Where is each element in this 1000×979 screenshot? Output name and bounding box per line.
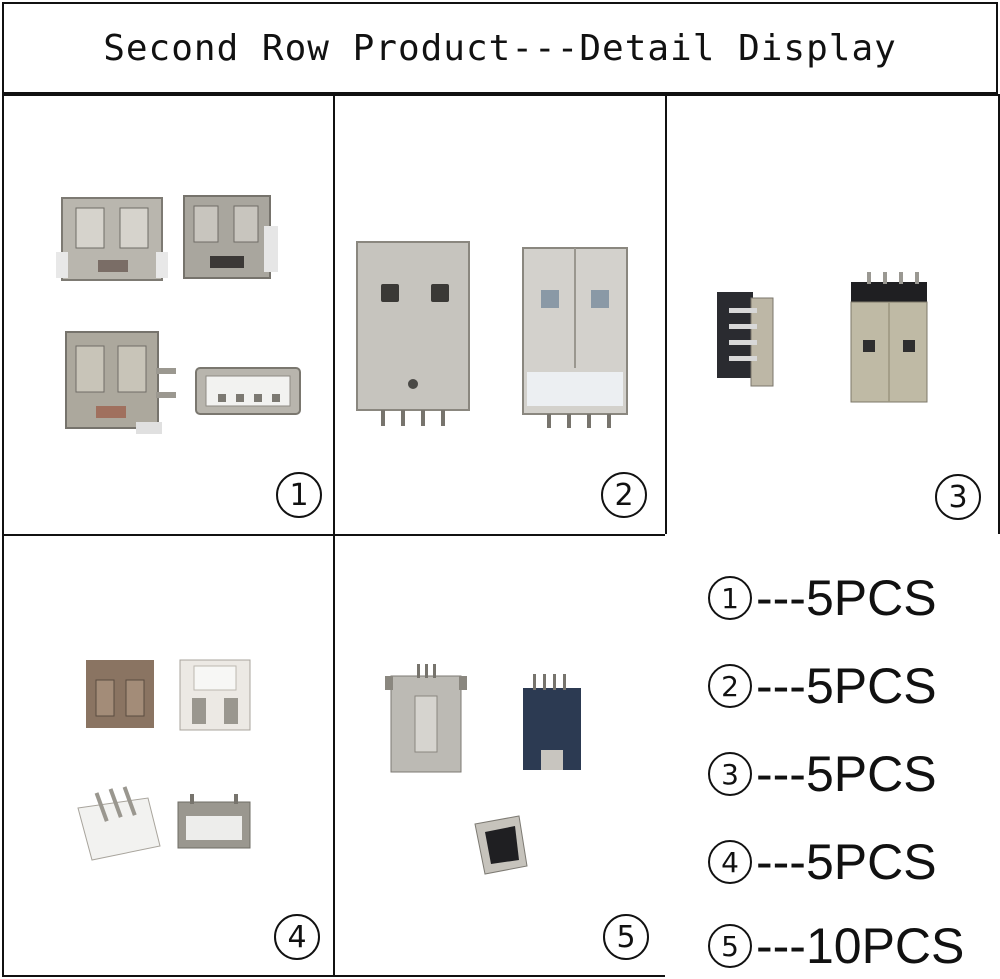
quantity-row: 1 ---5PCS	[708, 568, 937, 628]
quantity-label: ---5PCS	[756, 834, 937, 890]
panel-number: 4	[274, 914, 320, 960]
connector-1c	[65, 331, 176, 434]
quantity-label: ---5PCS	[756, 746, 937, 802]
quantity-row: 3 ---5PCS	[708, 744, 937, 804]
plug-3b	[850, 272, 928, 403]
quantity-row: 5 ---10PCS	[708, 916, 964, 976]
socket-4d	[177, 794, 251, 849]
usb-right-angle-plugs-image	[717, 272, 928, 403]
quantity-number: 2	[708, 664, 752, 708]
connector-1b	[183, 195, 278, 279]
plug-2b	[522, 247, 628, 428]
panel-number: 3	[935, 474, 981, 520]
mini-usb-5a	[385, 664, 467, 773]
socket-4b	[179, 659, 251, 731]
quantity-number: 4	[708, 840, 752, 884]
panel-number: 1	[276, 472, 322, 518]
quantity-row: 4 ---5PCS	[708, 832, 937, 892]
panel-2: 2	[333, 94, 667, 536]
mini-usb-5b	[523, 674, 581, 770]
mini-usb-5c	[474, 815, 528, 875]
socket-4a	[86, 660, 154, 728]
title-bar: Second Row Product---Detail Display	[2, 2, 998, 94]
plug-3a	[717, 292, 774, 387]
quantity-label: ---10PCS	[756, 918, 965, 974]
quantity-number: 5	[708, 924, 752, 968]
usb-female-connectors-image	[56, 195, 301, 434]
panel-1: 1	[2, 94, 335, 536]
connector-1d	[195, 367, 301, 415]
panel-number: 2	[601, 472, 647, 518]
plug-2a	[356, 241, 470, 426]
usb-female-sockets-image	[77, 659, 251, 861]
page-title: Second Row Product---Detail Display	[103, 27, 897, 69]
quantity-row: 2 ---5PCS	[708, 656, 937, 716]
quantity-number: 3	[708, 752, 752, 796]
quantity-number: 1	[708, 576, 752, 620]
panel-number: 5	[603, 914, 649, 960]
panel-4: 4	[2, 534, 335, 977]
mini-usb-connectors-image	[385, 664, 581, 875]
panel-3: 3	[665, 94, 1000, 536]
quantity-label: ---5PCS	[756, 658, 937, 714]
panel-5: 5	[333, 534, 667, 977]
usb-male-plugs-image	[356, 241, 628, 428]
quantity-label: ---5PCS	[756, 570, 937, 626]
connector-1a	[56, 197, 168, 281]
socket-4c	[77, 786, 161, 861]
